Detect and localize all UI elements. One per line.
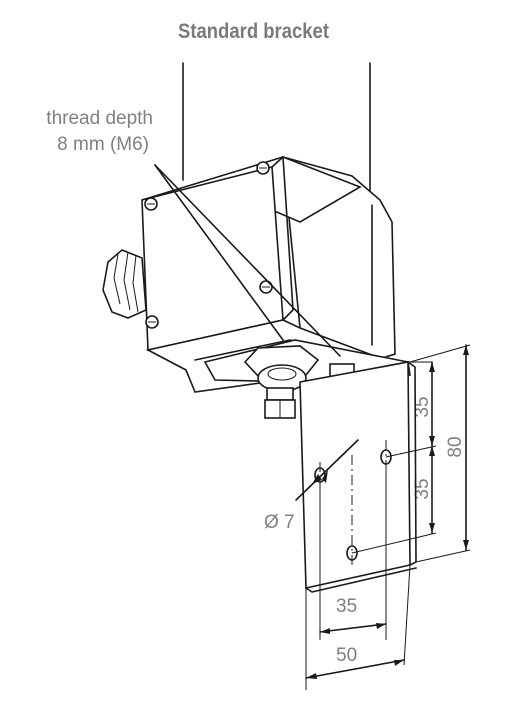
diagram-title: Standard bracket [178, 20, 329, 43]
cable-gland [102, 249, 147, 319]
hole-diameter-leader [295, 439, 359, 501]
horizontal-dimension-extensions [305, 465, 411, 690]
dim-line-35-35 [429, 361, 435, 534]
dim-line-hole-spacing [319, 623, 387, 634]
screw-top-right [256, 161, 270, 175]
thread-size-label: 8 mm (M6) [57, 134, 149, 155]
dim-line-80 [463, 344, 469, 551]
screw-top-left [144, 197, 158, 211]
dim-width-50-label: 50 [336, 645, 358, 666]
housing-front [141, 156, 294, 351]
screw-bottom-right [259, 280, 273, 294]
dim-line-width-50 [305, 659, 405, 679]
vertical-dimension-extensions [351, 344, 471, 563]
mounting-pole [182, 62, 371, 201]
hole-diameter-label: Ø 7 [264, 512, 295, 533]
thread-depth-leader [154, 164, 341, 357]
screw-bottom-left [145, 315, 159, 329]
dim-hole-spacing-label: 35 [336, 596, 358, 617]
thread-depth-label: thread depth [46, 108, 153, 129]
bolt-left [264, 387, 296, 419]
large-hex-nut [243, 345, 320, 392]
